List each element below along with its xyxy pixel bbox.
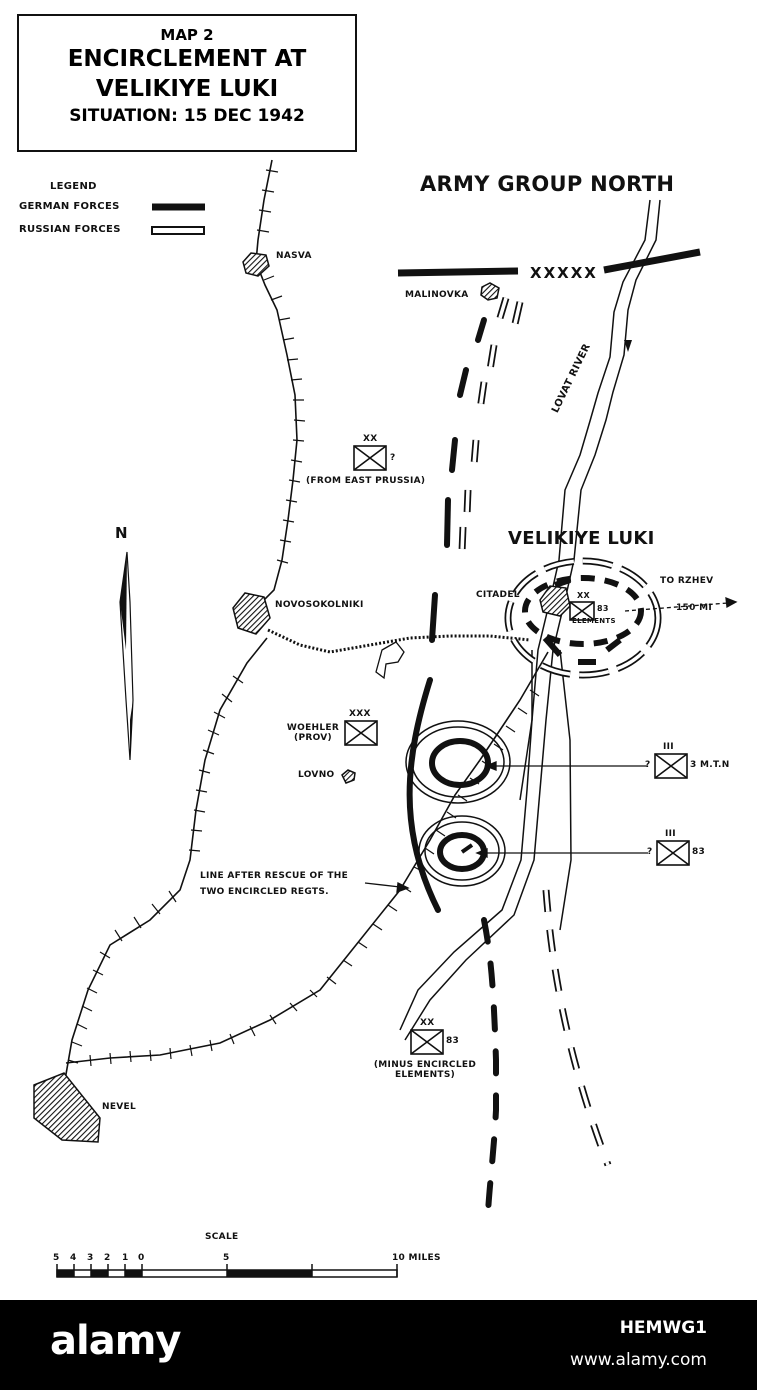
unit-question-mark: ? xyxy=(390,453,396,463)
north-label: N xyxy=(115,524,128,542)
north-arrow-icon xyxy=(119,551,134,761)
image-id: HEMWG1 xyxy=(619,1318,707,1338)
town-hexagon-icon xyxy=(480,282,500,301)
russian-front-inner xyxy=(460,297,610,1166)
scale-tick: 2 xyxy=(104,1253,111,1263)
rescue-line-label-1: LINE AFTER RESCUE OF THE xyxy=(200,871,349,881)
german-front xyxy=(406,317,499,1215)
regt-3mtn-label: 3 M.T.N xyxy=(690,760,730,770)
novosokolniki-label: NOVOSOKOLNIKI xyxy=(275,600,364,610)
map-title-line1: ENCIRCLEMENT AT xyxy=(67,46,307,72)
unit-symbol-icon xyxy=(344,720,378,746)
scale-tick: 1 xyxy=(122,1253,129,1263)
unit-symbol-icon xyxy=(410,1029,444,1055)
lovno-label: LOVNO xyxy=(298,770,335,780)
railway-lines xyxy=(64,159,549,1081)
legend-swatches xyxy=(151,203,205,235)
army-group-label: ARMY GROUP NORTH xyxy=(420,172,675,196)
town-icons xyxy=(33,252,571,1143)
unit-symbol-icon xyxy=(569,601,595,621)
regt-83-question: ? xyxy=(647,847,653,857)
div83-number: 83 xyxy=(446,1036,460,1046)
unit-echelon: XX xyxy=(363,434,378,444)
road xyxy=(267,628,531,654)
regt-83-echelon: III xyxy=(665,829,676,839)
city-unit-elements: ELEMENTS xyxy=(572,617,616,625)
scale-tick: 4 xyxy=(70,1253,77,1263)
map-situation-date: SITUATION: 15 DEC 1942 xyxy=(69,106,305,126)
map-canvas xyxy=(33,159,738,1278)
river-flow-arrow xyxy=(624,340,632,352)
nasva-label: NASVA xyxy=(276,251,312,261)
regt-3mtn-echelon: III xyxy=(663,742,674,752)
legend-heading: LEGEND xyxy=(50,181,97,192)
lovat-river xyxy=(399,199,661,1041)
scale-tick: 5 xyxy=(53,1253,60,1263)
regt-3mtn-question: ? xyxy=(645,760,651,770)
alamy-logo: alamy xyxy=(50,1318,181,1364)
encircled-regt-north xyxy=(405,720,511,804)
scale-tick: 3 xyxy=(87,1253,94,1263)
railway-ties xyxy=(67,169,540,1067)
town-hexagon-icon xyxy=(539,585,571,617)
pointer-arrows xyxy=(364,596,738,893)
malinovka-label: MALINOVKA xyxy=(405,290,469,300)
scale-tick: 10 MILES xyxy=(392,1253,441,1263)
scale-heading: SCALE xyxy=(205,1232,239,1242)
map-title-line2: VELIKIYE LUKI xyxy=(95,76,279,102)
unit-symbol-icon xyxy=(353,445,387,471)
legend-german: GERMAN FORCES xyxy=(19,201,120,212)
scale-bar xyxy=(56,1264,398,1278)
distance-label: 150 MI xyxy=(676,603,713,613)
scale-tick: 5 xyxy=(223,1253,230,1263)
town-hexagon-icon xyxy=(242,252,270,277)
city-unit-number: 83 xyxy=(597,604,609,613)
legend-russian: RUSSIAN FORCES xyxy=(19,224,121,235)
nevel-label: NEVEL xyxy=(102,1102,137,1112)
site-url: www.alamy.com xyxy=(569,1350,707,1370)
regt-83-label: 83 xyxy=(692,847,706,857)
citadel-label: CITADEL xyxy=(476,590,520,600)
town-hexagon-icon xyxy=(33,1072,101,1143)
lake xyxy=(375,641,405,680)
army-group-boundary xyxy=(397,248,701,277)
woehler-echelon: XXX xyxy=(349,709,371,719)
scale-tick: 0 xyxy=(138,1253,145,1263)
unit-east-prussia-label: (FROM EAST PRUSSIA) xyxy=(306,476,426,486)
encircled-regt-south xyxy=(418,815,506,887)
unit-symbol-icons xyxy=(344,445,690,1055)
town-hexagon-icon xyxy=(232,592,271,635)
div83-echelon: XX xyxy=(420,1018,435,1028)
to-rzhev-label: TO RZHEV xyxy=(660,576,714,586)
city-encirclement xyxy=(504,557,662,679)
watermark-banner: alamy HEMWG1 www.alamy.com xyxy=(0,1300,757,1390)
russian-front xyxy=(458,296,612,1167)
rescue-line-label-2: TWO ENCIRCLED REGTS. xyxy=(200,887,329,897)
map-number: MAP 2 xyxy=(160,26,214,44)
town-hexagon-icon xyxy=(341,769,356,784)
boundary-marker: XXXXX xyxy=(530,264,598,282)
velikiye-luki-label: VELIKIYE LUKI xyxy=(508,528,655,549)
woehler-label: WOEHLER(PROV) xyxy=(286,723,340,743)
unit-symbol-icon xyxy=(656,840,690,866)
title-box: MAP 2 ENCIRCLEMENT AT VELIKIYE LUKI SITU… xyxy=(17,14,357,152)
unit-symbol-icon xyxy=(654,753,688,779)
city-unit-echelon: XX xyxy=(577,591,590,600)
